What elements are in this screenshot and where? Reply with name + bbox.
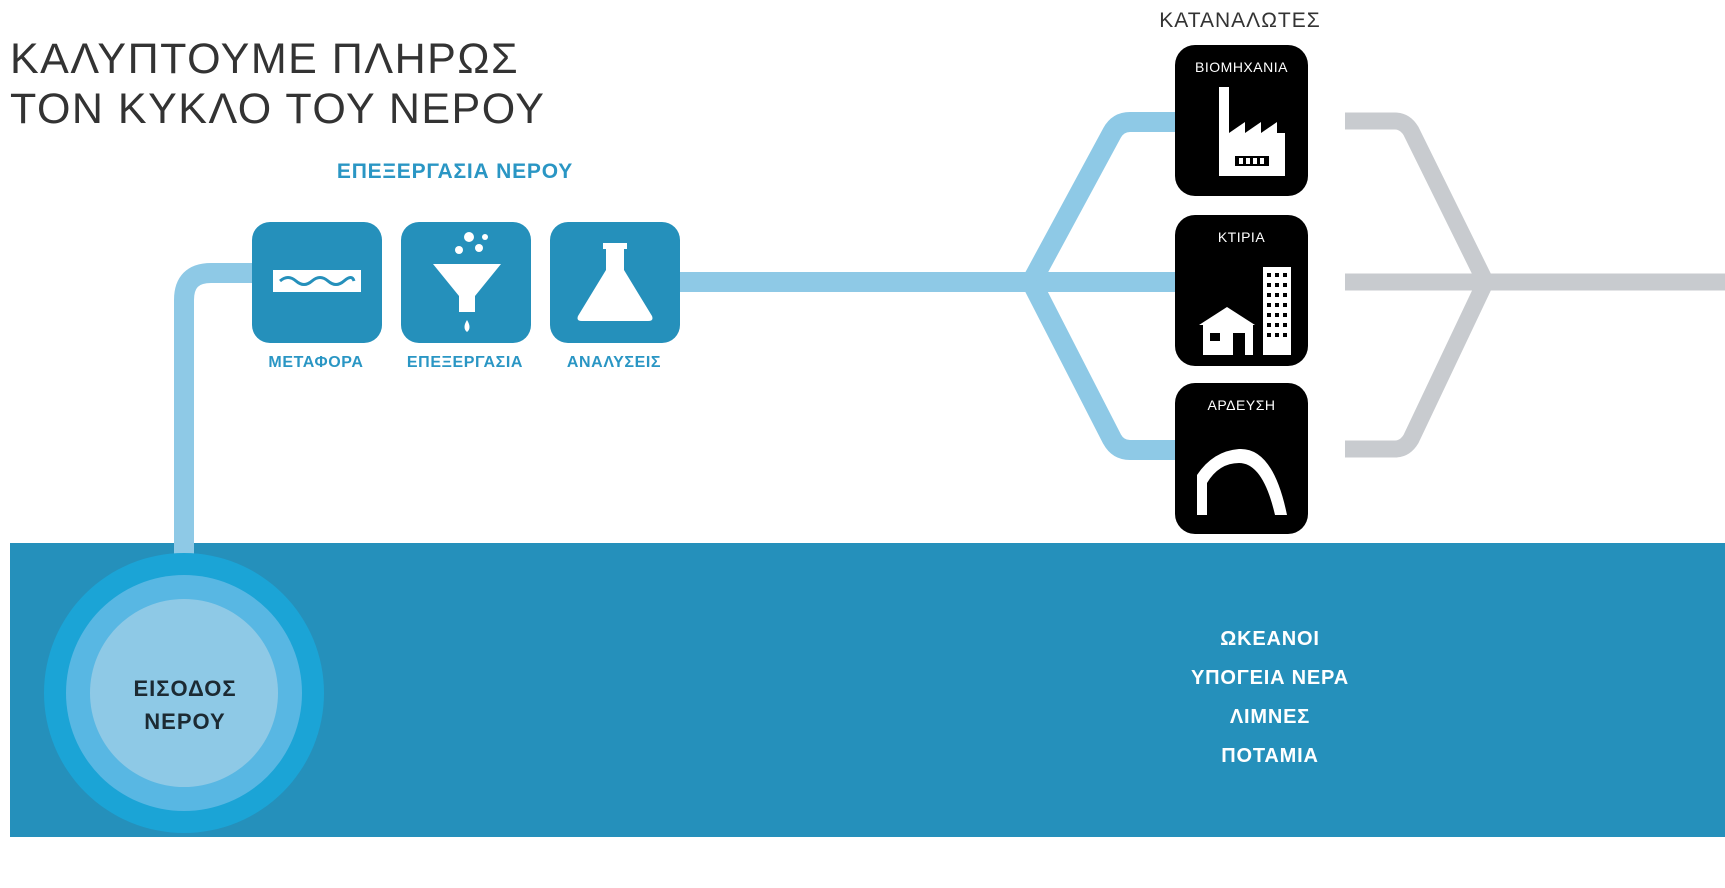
inlet-label: ΕΙΣΟΔΟΣ ΝΕΡΟΥ [100, 672, 270, 738]
consumer-tile-irrigation: ΑΡΔΕΥΣΗ [1175, 383, 1308, 534]
source-item: ΥΠΟΓΕΙΑ ΝΕΡΑ [1191, 667, 1349, 689]
consumer-tile-industry: ΒΙΟΜΗΧΑΝΙΑ [1175, 45, 1308, 196]
step-tile-treatment [401, 222, 531, 343]
pipe-wave-icon [273, 270, 361, 292]
water-sources-list: ΩΚΕΑΝΟΙ ΥΠΟΓΕΙΑ ΝΕΡΑ ΛΙΜΝΕΣ ΠΟΤΑΜΙΑ [1150, 620, 1390, 776]
step-tile-analysis [550, 222, 680, 343]
step-tile-transport [252, 222, 382, 343]
title-line1: ΚΑΛΥΠΤΟΥΜΕ ΠΛΗΡΩΣ [10, 35, 520, 83]
return-pipe-irrigation [1345, 279, 1493, 458]
consumer-label-buildings: ΚΤΙΡΙΑ [1217, 229, 1266, 245]
consumer-label-irrigation: ΑΡΔΕΥΣΗ [1207, 397, 1276, 413]
flask-icon [577, 243, 653, 321]
consumer-label-industry: ΒΙΟΜΗΧΑΝΙΑ [1195, 59, 1288, 75]
inlet-pipe [174, 263, 255, 606]
step-label-transport: ΜΕΤΑΦΟΡΑ [268, 354, 364, 371]
water-inlet-icon [44, 553, 324, 833]
source-item: ΠΟΤΑΜΙΑ [1221, 745, 1319, 767]
funnel-icon [433, 232, 501, 332]
irrigation-icon [1197, 448, 1287, 515]
source-item: ΩΚΕΑΝΟΙ [1220, 628, 1320, 650]
step-label-treatment: ΕΠΕΞΕΡΓΑΣΙΑ [406, 354, 524, 371]
page-title: ΚΑΛΥΠΤΟΥΜΕ ΠΛΗΡΩΣ ΤΟΝ ΚΥΚΛΟ ΤΟΥ ΝΕΡΟΥ [10, 34, 545, 134]
pipe-network [174, 112, 1725, 606]
return-pipe-industry [1345, 112, 1493, 285]
consumer-tile-buildings: ΚΤΙΡΙΑ [1175, 215, 1308, 366]
supply-branch-irrigation [1023, 278, 1180, 460]
processing-header: ΕΠΕΞΕΡΓΑΣΙΑ ΝΕΡΟΥ [336, 160, 574, 183]
inlet-label-line1: ΕΙΣΟΔΟΣ [133, 676, 237, 701]
supply-branch-industry [1023, 112, 1180, 286]
title-line2: ΤΟΝ ΚΥΚΛΟ ΤΟΥ ΝΕΡΟΥ [10, 85, 546, 133]
inlet-label-line2: ΝΕΡΟΥ [144, 709, 226, 734]
consumers-header: ΚΑΤΑΝΑΛΩΤΕΣ [1159, 9, 1321, 32]
source-item: ΛΙΜΝΕΣ [1229, 706, 1311, 728]
step-label-analysis: ΑΝΑΛΥΣΕΙΣ [566, 354, 662, 371]
buildings-icon [1199, 267, 1291, 355]
factory-icon [1219, 87, 1285, 176]
